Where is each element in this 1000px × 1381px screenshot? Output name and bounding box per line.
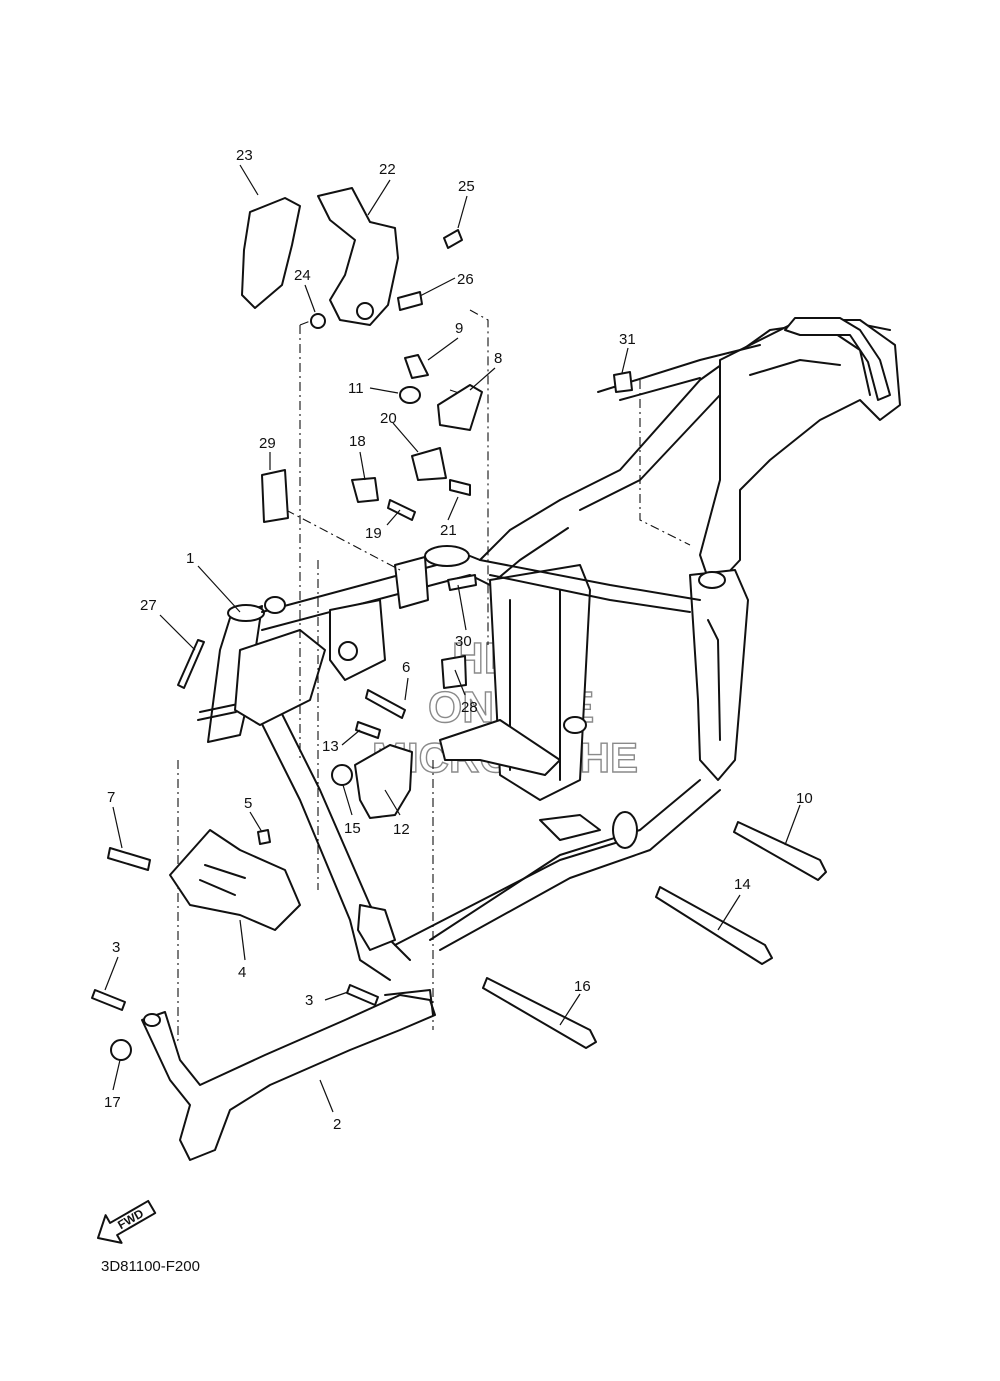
engine-mount-4	[169, 829, 301, 931]
small-parts	[91, 187, 827, 1061]
callout-28: 28	[461, 699, 478, 716]
fwd-arrow-icon	[97, 1199, 157, 1244]
callout-26: 26	[457, 271, 474, 288]
callout-3-center: 3	[305, 992, 313, 1009]
leader-lines	[104, 164, 801, 1113]
callout-30: 30	[455, 633, 472, 650]
main-frame	[197, 317, 901, 981]
callout-25: 25	[458, 178, 475, 195]
callout-1: 1	[186, 550, 194, 567]
callout-15: 15	[344, 820, 361, 837]
callout-4: 4	[238, 964, 246, 981]
callout-labels: 1 2 3 3 4 5 6 7 8 9 10 11 12 13 14 15 16…	[104, 147, 813, 1133]
callout-17: 17	[104, 1094, 121, 1111]
callout-31: 31	[619, 331, 636, 348]
callout-7: 7	[107, 789, 115, 806]
side-panel-23	[241, 197, 301, 309]
callout-14: 14	[734, 876, 751, 893]
callout-18: 18	[349, 433, 366, 450]
callout-2: 2	[333, 1116, 341, 1133]
callout-19: 19	[365, 525, 382, 542]
callout-13: 13	[322, 738, 339, 755]
callout-21: 21	[440, 522, 457, 539]
callout-6: 6	[402, 659, 410, 676]
forward-arrow: FWD	[97, 1199, 157, 1244]
callout-20: 20	[380, 410, 397, 427]
callout-5: 5	[244, 795, 252, 812]
callout-22: 22	[379, 161, 396, 178]
callout-12: 12	[393, 821, 410, 838]
callout-11: 11	[348, 380, 364, 397]
callout-8: 8	[494, 350, 502, 367]
bracket-12	[354, 744, 413, 819]
callout-29: 29	[259, 435, 276, 452]
assembly-lines	[159, 309, 691, 1049]
callout-3-left: 3	[112, 939, 120, 956]
long-bolt-16	[482, 977, 597, 1049]
diagram-code: 3D81100-F200	[101, 1258, 200, 1275]
label-29	[261, 469, 289, 523]
lower-front-tube-2	[141, 989, 436, 1161]
long-bolt-10	[733, 821, 827, 881]
callout-10: 10	[796, 790, 813, 807]
long-bolt-14	[655, 886, 773, 965]
callout-9: 9	[455, 320, 463, 337]
side-cover-22	[317, 187, 399, 326]
callout-27: 27	[140, 597, 157, 614]
callout-24: 24	[294, 267, 311, 284]
callout-23: 23	[236, 147, 253, 164]
callout-16: 16	[574, 978, 591, 995]
